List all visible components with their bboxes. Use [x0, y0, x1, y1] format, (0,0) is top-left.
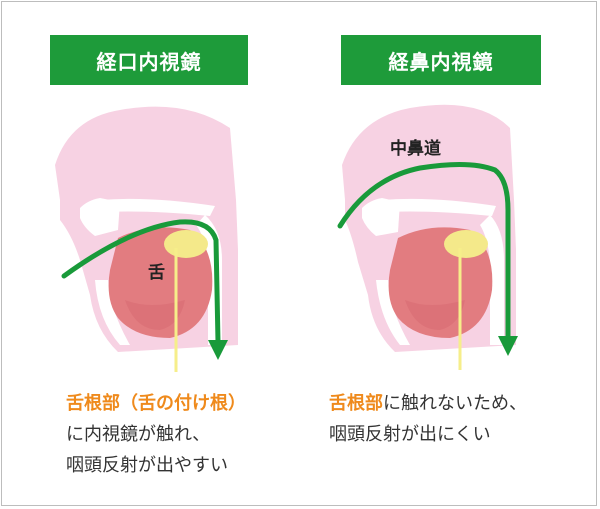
oral-caption-line2: に内視鏡が触れ、: [66, 424, 211, 445]
tongue-shade: [125, 300, 185, 330]
nasal-scope-path: [337, 161, 511, 339]
lower-jaw: [95, 280, 130, 345]
nasal-caption-line2: 咽頭反射が出にくい: [329, 424, 491, 445]
nasal-endoscope-title: 経鼻内視鏡: [341, 35, 541, 85]
oral-caption: 舌根部（舌の付け根） に内視鏡が触れ、 咽頭反射が出やすい: [66, 388, 246, 481]
tongue-root: [444, 230, 488, 258]
lower-jaw: [376, 280, 410, 345]
tongue-label: 舌: [148, 263, 165, 283]
oral-scope-path: [61, 219, 221, 345]
nasal-caption: 舌根部に触れないため、 咽頭反射が出にくい: [329, 388, 527, 450]
nasal-head-illustration: [337, 104, 518, 370]
palate: [100, 198, 215, 216]
oral-caption-line1: 舌根部（舌の付け根）: [66, 393, 246, 414]
panel-oral-endoscope: 経口内視鏡 舌 舌根部（舌の付け根） に内視鏡が触れ、 咽頭反射が出やすい: [50, 35, 248, 481]
nasal-caption-rest: に触れないため、: [383, 393, 527, 414]
oral-head-illustration: [55, 106, 238, 372]
tongue-root: [164, 230, 208, 258]
panel-nasal-endoscope: 経鼻内視鏡 中鼻道 舌根部に触れないため、 咽頭反射が出にくい: [300, 0, 600, 509]
palate: [382, 198, 496, 216]
nasal-caption-highlight: 舌根部: [329, 393, 383, 414]
oral-endoscope-title: 経口内視鏡: [50, 35, 248, 85]
nasal-scope-arrowhead: [498, 336, 518, 356]
nasal-passage-label: 中鼻道: [390, 139, 441, 159]
tongue-shade: [405, 300, 465, 330]
oral-caption-line3: 咽頭反射が出やすい: [66, 455, 228, 476]
nasal-caption-line1: 舌根部に触れないため、: [329, 388, 527, 419]
oral-scope-arrowhead: [208, 340, 228, 360]
